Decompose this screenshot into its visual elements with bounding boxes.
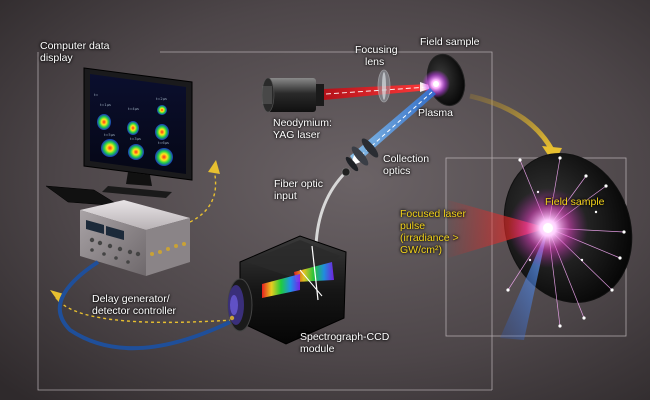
computer-monitor: t= t=1μs t=4μs t=2μs t=5μs t=3μs t=6μs xyxy=(83,67,193,198)
screen-label: t=1μs xyxy=(100,103,111,107)
laser-beam xyxy=(324,84,430,100)
signal-arrow xyxy=(55,297,233,324)
label-plasma: Plasma xyxy=(418,107,454,119)
focusing-lens xyxy=(377,69,391,103)
spectrograph-module xyxy=(227,235,347,345)
label-delay-generator: Delay generator/ detector controller xyxy=(92,293,177,317)
screen-label: t=5μs xyxy=(104,133,115,137)
screen-plots: t= t=1μs t=4μs t=2μs t=5μs t=3μs t=6μs xyxy=(94,93,173,166)
field-sample-top xyxy=(422,53,466,107)
label-focused-pulse: Focused laser pulse (irradiance > GW/cm²… xyxy=(400,208,466,256)
delay-generator-box xyxy=(80,200,190,276)
label-fiber-optic: Fiber optic input xyxy=(274,178,324,202)
screen-label: t=2μs xyxy=(156,97,167,101)
screen-label: t=6μs xyxy=(158,141,169,145)
sample-detail xyxy=(448,153,633,340)
label-spectrograph: Spectrograph-CCD module xyxy=(300,331,390,355)
fiber-optic-input xyxy=(314,170,348,247)
label-laser: Neodymium: YAG laser xyxy=(273,117,332,141)
label-computer-display: Computer data display xyxy=(40,40,110,64)
laser-unit xyxy=(261,77,324,113)
label-field-sample-top: Field sample xyxy=(420,36,480,48)
screen-label: t=4μs xyxy=(128,107,139,111)
label-field-sample-detail: Field sample xyxy=(545,196,605,208)
collection-optics xyxy=(345,138,379,172)
screen-label: t=3μs xyxy=(130,137,141,141)
fiber-cable xyxy=(57,260,231,351)
data-flow-arrow xyxy=(189,169,217,223)
zoom-arrow xyxy=(469,93,555,152)
label-focusing-lens: Focusing lens xyxy=(355,44,398,68)
label-collection-optics: Collection optics xyxy=(383,153,430,177)
laser-cone xyxy=(448,200,548,258)
screen-label: t= xyxy=(94,93,98,97)
